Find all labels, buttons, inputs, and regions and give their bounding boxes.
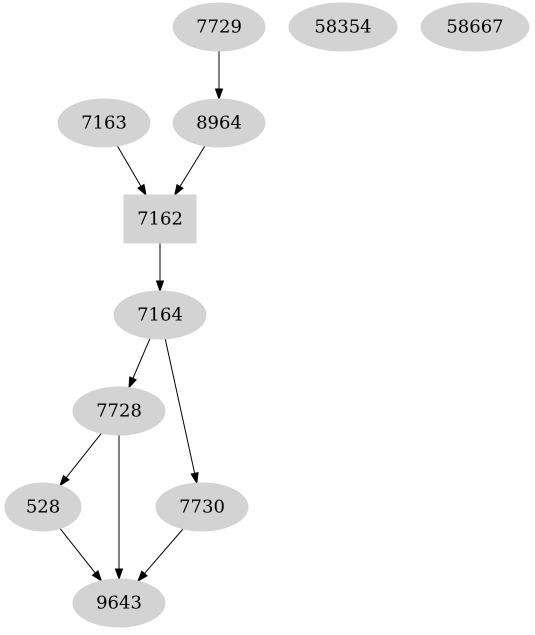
edge-7164-to-7730 bbox=[164, 338, 199, 485]
node-9643: 9643 bbox=[72, 578, 166, 628]
arrowhead-icon bbox=[136, 570, 148, 583]
node-label: 58667 bbox=[446, 17, 503, 38]
edges-layer bbox=[59, 51, 224, 583]
edge-7163-to-7162 bbox=[116, 145, 147, 197]
arrowhead-icon bbox=[190, 471, 199, 485]
node-label: 7730 bbox=[179, 497, 225, 518]
edge-7728-to-9643 bbox=[114, 435, 124, 581]
node-7730: 7730 bbox=[155, 482, 249, 532]
node-ellipse-shape bbox=[72, 578, 166, 628]
edge-528-to-9643 bbox=[59, 528, 103, 583]
node-8964: 8964 bbox=[172, 98, 266, 148]
node-box-shape bbox=[123, 194, 197, 244]
node-label: 7164 bbox=[137, 305, 183, 326]
arrowhead-icon bbox=[114, 568, 124, 581]
node-ellipse-shape bbox=[172, 2, 266, 52]
node-7728: 7728 bbox=[72, 386, 166, 436]
node-ellipse-shape bbox=[288, 2, 398, 52]
edge-line bbox=[65, 432, 102, 479]
node-ellipse-shape bbox=[57, 98, 151, 148]
edge-7164-to-7728 bbox=[128, 338, 151, 389]
node-label: 7728 bbox=[96, 401, 142, 422]
arrowhead-icon bbox=[59, 474, 70, 487]
edge-line bbox=[116, 145, 142, 187]
node-ellipse-shape bbox=[420, 2, 530, 52]
node-label: 58354 bbox=[314, 17, 371, 38]
node-label: 7729 bbox=[196, 17, 242, 38]
node-label: 528 bbox=[26, 497, 60, 518]
node-7729: 7729 bbox=[172, 2, 266, 52]
node-label: 7163 bbox=[81, 113, 127, 134]
node-7162: 7162 bbox=[123, 194, 197, 244]
edge-line bbox=[59, 528, 96, 574]
edge-7162-to-7164 bbox=[155, 243, 165, 293]
edge-line bbox=[179, 145, 206, 187]
edge-line bbox=[132, 338, 151, 379]
edge-7730-to-9643 bbox=[136, 528, 184, 583]
node-label: 7162 bbox=[137, 209, 183, 230]
edge-line bbox=[144, 528, 184, 574]
nodes-layer: 7729 58354 58667 7163 8964 7162 7164 7728 528 773… bbox=[4, 2, 530, 628]
node-label: 8964 bbox=[196, 113, 242, 134]
node-58354: 58354 bbox=[288, 2, 398, 52]
node-ellipse-shape bbox=[172, 98, 266, 148]
node-ellipse-shape bbox=[113, 290, 207, 340]
node-label: 9643 bbox=[96, 593, 142, 614]
arrowhead-icon bbox=[155, 280, 165, 293]
node-7164: 7164 bbox=[113, 290, 207, 340]
arrowhead-icon bbox=[137, 183, 147, 197]
node-7163: 7163 bbox=[57, 98, 151, 148]
arrowhead-icon bbox=[128, 376, 137, 389]
arrowhead-icon bbox=[173, 183, 184, 197]
node-528: 528 bbox=[4, 482, 82, 532]
arrowhead-icon bbox=[214, 88, 224, 101]
node-ellipse-shape bbox=[155, 482, 249, 532]
node-ellipse-shape bbox=[4, 482, 82, 532]
node-58667: 58667 bbox=[420, 2, 530, 52]
edge-8964-to-7162 bbox=[173, 145, 206, 197]
arrowhead-icon bbox=[91, 569, 103, 583]
node-ellipse-shape bbox=[72, 386, 166, 436]
edge-7728-to-528 bbox=[59, 432, 102, 487]
edge-line bbox=[164, 338, 196, 474]
edge-7729-to-8964 bbox=[214, 51, 224, 101]
